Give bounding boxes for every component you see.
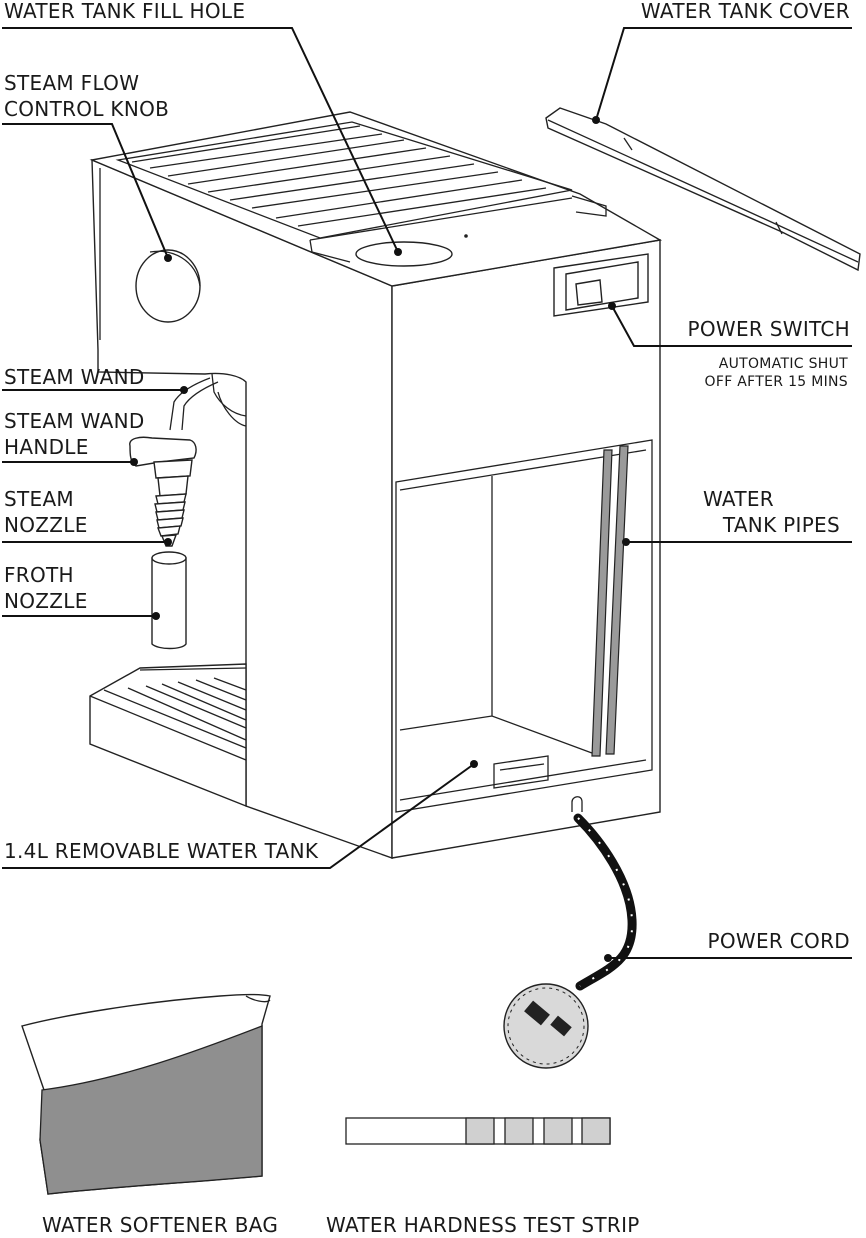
label-water-hardness-test-strip: WATER HARDNESS TEST STRIP [326,1213,640,1237]
label-steam-flow-line1: STEAM FLOW [4,71,139,95]
label-froth-nozzle-line2: NOZZLE [4,589,88,613]
power-switch [553,253,649,317]
label-water-tank-cover: WATER TANK COVER [641,0,850,23]
steam-flow-knob [135,249,201,323]
steam-wand [129,377,219,547]
label-water-tank-pipes-line2: TANK PIPES [722,513,840,537]
water-softener-bag-illustration [21,993,271,1195]
labels: WATER TANK FILL HOLE WATER TANK COVER ST… [4,0,850,1237]
label-steam-wand: STEAM WAND [4,365,145,389]
label-power-cord: POWER CORD [708,929,850,953]
label-froth-nozzle-line1: FROTH [4,563,74,587]
espresso-machine-illustration [89,111,663,859]
label-water-softener-bag: WATER SOFTENER BAG [42,1213,278,1237]
label-steam-wand-handle-line2: HANDLE [4,435,89,459]
froth-nozzle [151,551,187,650]
power-cord-illustration [503,813,637,1069]
water-hardness-test-strip-illustration [345,1117,611,1145]
label-steam-wand-handle-line1: STEAM WAND [4,409,145,433]
label-power-switch-note-line1: AUTOMATIC SHUT [719,356,848,372]
power-plug [503,983,589,1069]
machine-left-panel [91,158,393,859]
label-steam-flow-line2: CONTROL KNOB [4,97,169,121]
leader-lines [2,27,852,962]
label-water-tank-fill-hole: WATER TANK FILL HOLE [4,0,245,23]
fill-hole [355,241,453,267]
water-tank-cover-illustration [545,107,861,272]
label-steam-nozzle-line1: STEAM [4,487,74,511]
label-removable-water-tank: 1.4L REMOVABLE WATER TANK [4,839,319,863]
label-power-switch-note-line2: OFF AFTER 15 MINS [705,374,848,390]
label-water-tank-pipes-line1: WATER [703,487,774,511]
drip-tray [89,663,247,808]
label-steam-nozzle-line2: NOZZLE [4,513,88,537]
top-grille [131,125,547,227]
tank-pipes [591,445,629,757]
label-power-switch: POWER SWITCH [688,317,851,341]
